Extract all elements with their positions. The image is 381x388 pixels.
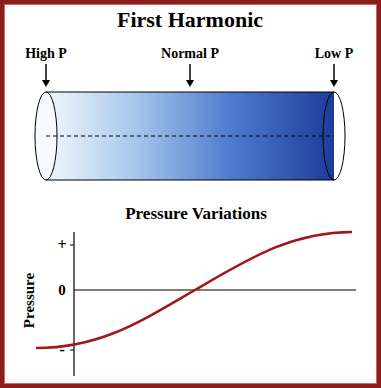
y-axis: [73, 232, 74, 376]
axis-tick-label: 0: [58, 282, 66, 299]
graph-title: Pressure Variations: [125, 204, 267, 224]
axis-tick-label: -: [59, 340, 65, 360]
x-axis: [74, 289, 356, 290]
label-arrows: [42, 64, 338, 87]
pressure-label: Normal P: [161, 46, 219, 62]
pressure-label: High P: [25, 46, 67, 62]
axis-tick-label: +: [57, 236, 66, 254]
pressure-label: Low P: [315, 46, 354, 62]
axis-label: Pressure: [22, 272, 39, 327]
diagram-title: First Harmonic: [117, 7, 263, 33]
tube-body: [46, 92, 334, 180]
tube-axis: [46, 136, 334, 137]
pressure-curve: [36, 232, 352, 348]
